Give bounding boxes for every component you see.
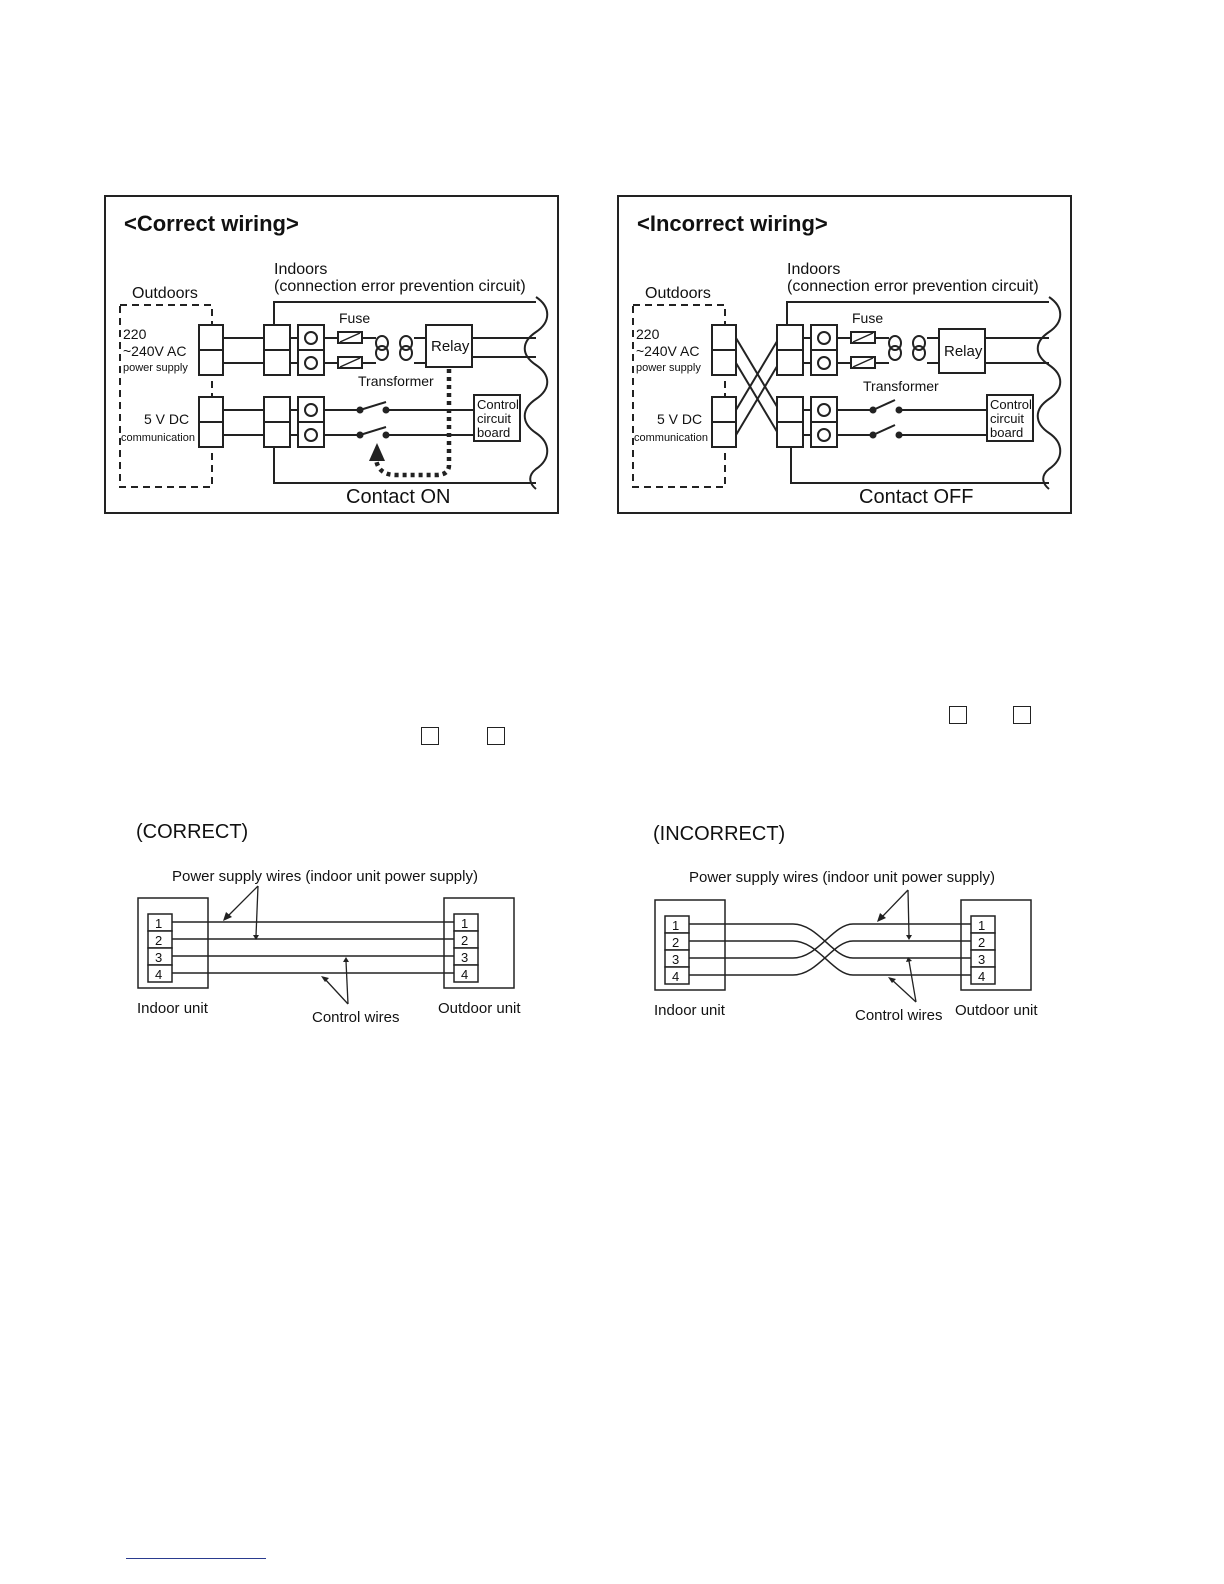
transformer-coils — [888, 335, 926, 361]
indoor-terminal-2: 2 — [672, 935, 679, 950]
incorrect-wiring-schematic: Outdoors 220 ~240V AC power supply 5 V D… — [632, 261, 1062, 508]
power-wires-label: Power supply wires (indoor unit power su… — [689, 869, 995, 886]
blank-square — [421, 727, 439, 745]
control-wires-label: Control wires — [855, 1007, 943, 1024]
indoor-terminal-1: 1 — [672, 918, 679, 933]
outdoor-terminal-strip: 1 2 3 4 — [453, 913, 479, 983]
dc-label-1: 5 V DC — [657, 411, 702, 427]
correct-wiring-schematic: Outdoors 220 ~240V AC power supply 5 V D… — [119, 261, 549, 508]
indoor-terminal-3: 3 — [155, 950, 162, 965]
footnote-rule — [126, 1558, 266, 1559]
voltage-label-2: ~240V AC — [123, 343, 186, 359]
correct-heading: (CORRECT) — [136, 821, 248, 843]
outdoor-terminal-3: 3 — [978, 952, 985, 967]
dc-label-2: communication — [634, 432, 708, 444]
fuse-label: Fuse — [339, 310, 370, 326]
indoor-terminal-2: 2 — [155, 933, 162, 948]
outdoor-terminal-4: 4 — [461, 967, 468, 982]
panel-title: <Incorrect wiring> — [637, 211, 828, 236]
power-supply-label: power supply — [636, 362, 701, 374]
indoor-unit-label: Indoor unit — [654, 1002, 726, 1019]
outdoor-terminal-1: 1 — [461, 916, 468, 931]
transformer-label: Transformer — [358, 373, 434, 389]
control-label-2: circuit — [990, 411, 1024, 426]
control-label-1: Control — [477, 397, 519, 412]
relay-label: Relay — [431, 338, 470, 355]
incorrect-wiring-panel: <Incorrect wiring> Outdoors 220 ~240V AC… — [617, 195, 1072, 514]
control-wires-label: Control wires — [312, 1009, 400, 1026]
indoor-terminal-1: 1 — [155, 916, 162, 931]
outdoor-terminal-2: 2 — [461, 933, 468, 948]
crossed-wires — [735, 337, 780, 436]
power-arrows — [879, 889, 910, 937]
indoor-terminal-strip: 1 2 3 4 — [147, 913, 173, 983]
relay-box — [938, 328, 986, 374]
contact-label: Contact ON — [346, 486, 450, 508]
transformer-label: Transformer — [863, 378, 939, 394]
control-label-3: board — [990, 425, 1023, 440]
actuation-path — [373, 369, 452, 478]
correct-wiring-panel: <Correct wiring> Outdoors 220 ~240V AC p… — [104, 195, 559, 514]
outdoor-unit-label: Outdoor unit — [438, 1000, 521, 1017]
outdoor-terminal-4: 4 — [978, 969, 985, 984]
outdoor-terminal-3: 3 — [461, 950, 468, 965]
correct-wire-diagram: (CORRECT) Power supply wires (indoor uni… — [136, 821, 521, 1026]
outdoors-label: Outdoors — [132, 285, 198, 302]
indoors-sub-label: (connection error prevention circuit) — [787, 278, 1039, 295]
voltage-label-1: 220 — [123, 326, 147, 342]
panel-title: <Correct wiring> — [124, 211, 299, 236]
outdoors-label: Outdoors — [645, 285, 711, 302]
voltage-label-2: ~240V AC — [636, 343, 699, 359]
indoors-label: Indoors — [787, 261, 840, 278]
transformer-coils — [375, 335, 413, 361]
blank-square — [949, 706, 967, 724]
indoor-terminal-3: 3 — [672, 952, 679, 967]
incorrect-wire-diagram: (INCORRECT) Power supply wires (indoor u… — [653, 823, 1038, 1024]
control-board — [986, 394, 1034, 442]
control-arrows — [890, 960, 917, 1003]
control-label-3: board — [477, 425, 510, 440]
power-arrows — [225, 885, 259, 937]
control-arrows — [323, 960, 349, 1005]
outdoor-terminal-strip: 1 2 3 4 — [970, 915, 996, 985]
contact-label: Contact OFF — [859, 486, 973, 508]
blank-square — [1013, 706, 1031, 724]
control-label-2: circuit — [477, 411, 511, 426]
wavy-edge — [1036, 296, 1062, 490]
indoor-terminal-4: 4 — [155, 967, 162, 982]
power-supply-label: power supply — [123, 362, 188, 374]
relay-box — [425, 324, 473, 368]
relay-label: Relay — [944, 343, 983, 360]
dc-label-1: 5 V DC — [144, 411, 189, 427]
outdoor-terminal-2: 2 — [978, 935, 985, 950]
actuation-arrow — [369, 443, 385, 461]
indoors-label: Indoors — [274, 261, 327, 278]
indoor-terminal-4: 4 — [672, 969, 679, 984]
indoor-terminal-strip: 1 2 3 4 — [664, 915, 690, 985]
wavy-edge — [523, 296, 549, 490]
straight-wires — [172, 921, 454, 974]
control-label-1: Control — [990, 397, 1032, 412]
control-board — [473, 394, 521, 442]
outdoor-unit-label: Outdoor unit — [955, 1002, 1038, 1019]
blank-square — [487, 727, 505, 745]
fuse-label: Fuse — [852, 310, 883, 326]
outdoor-terminal-1: 1 — [978, 918, 985, 933]
crossed-wires — [689, 923, 971, 976]
power-wires-label: Power supply wires (indoor unit power su… — [172, 868, 478, 885]
indoor-unit-label: Indoor unit — [137, 1000, 209, 1017]
voltage-label-1: 220 — [636, 326, 660, 342]
incorrect-heading: (INCORRECT) — [653, 823, 785, 845]
indoors-sub-label: (connection error prevention circuit) — [274, 278, 526, 295]
dc-label-2: communication — [121, 432, 195, 444]
